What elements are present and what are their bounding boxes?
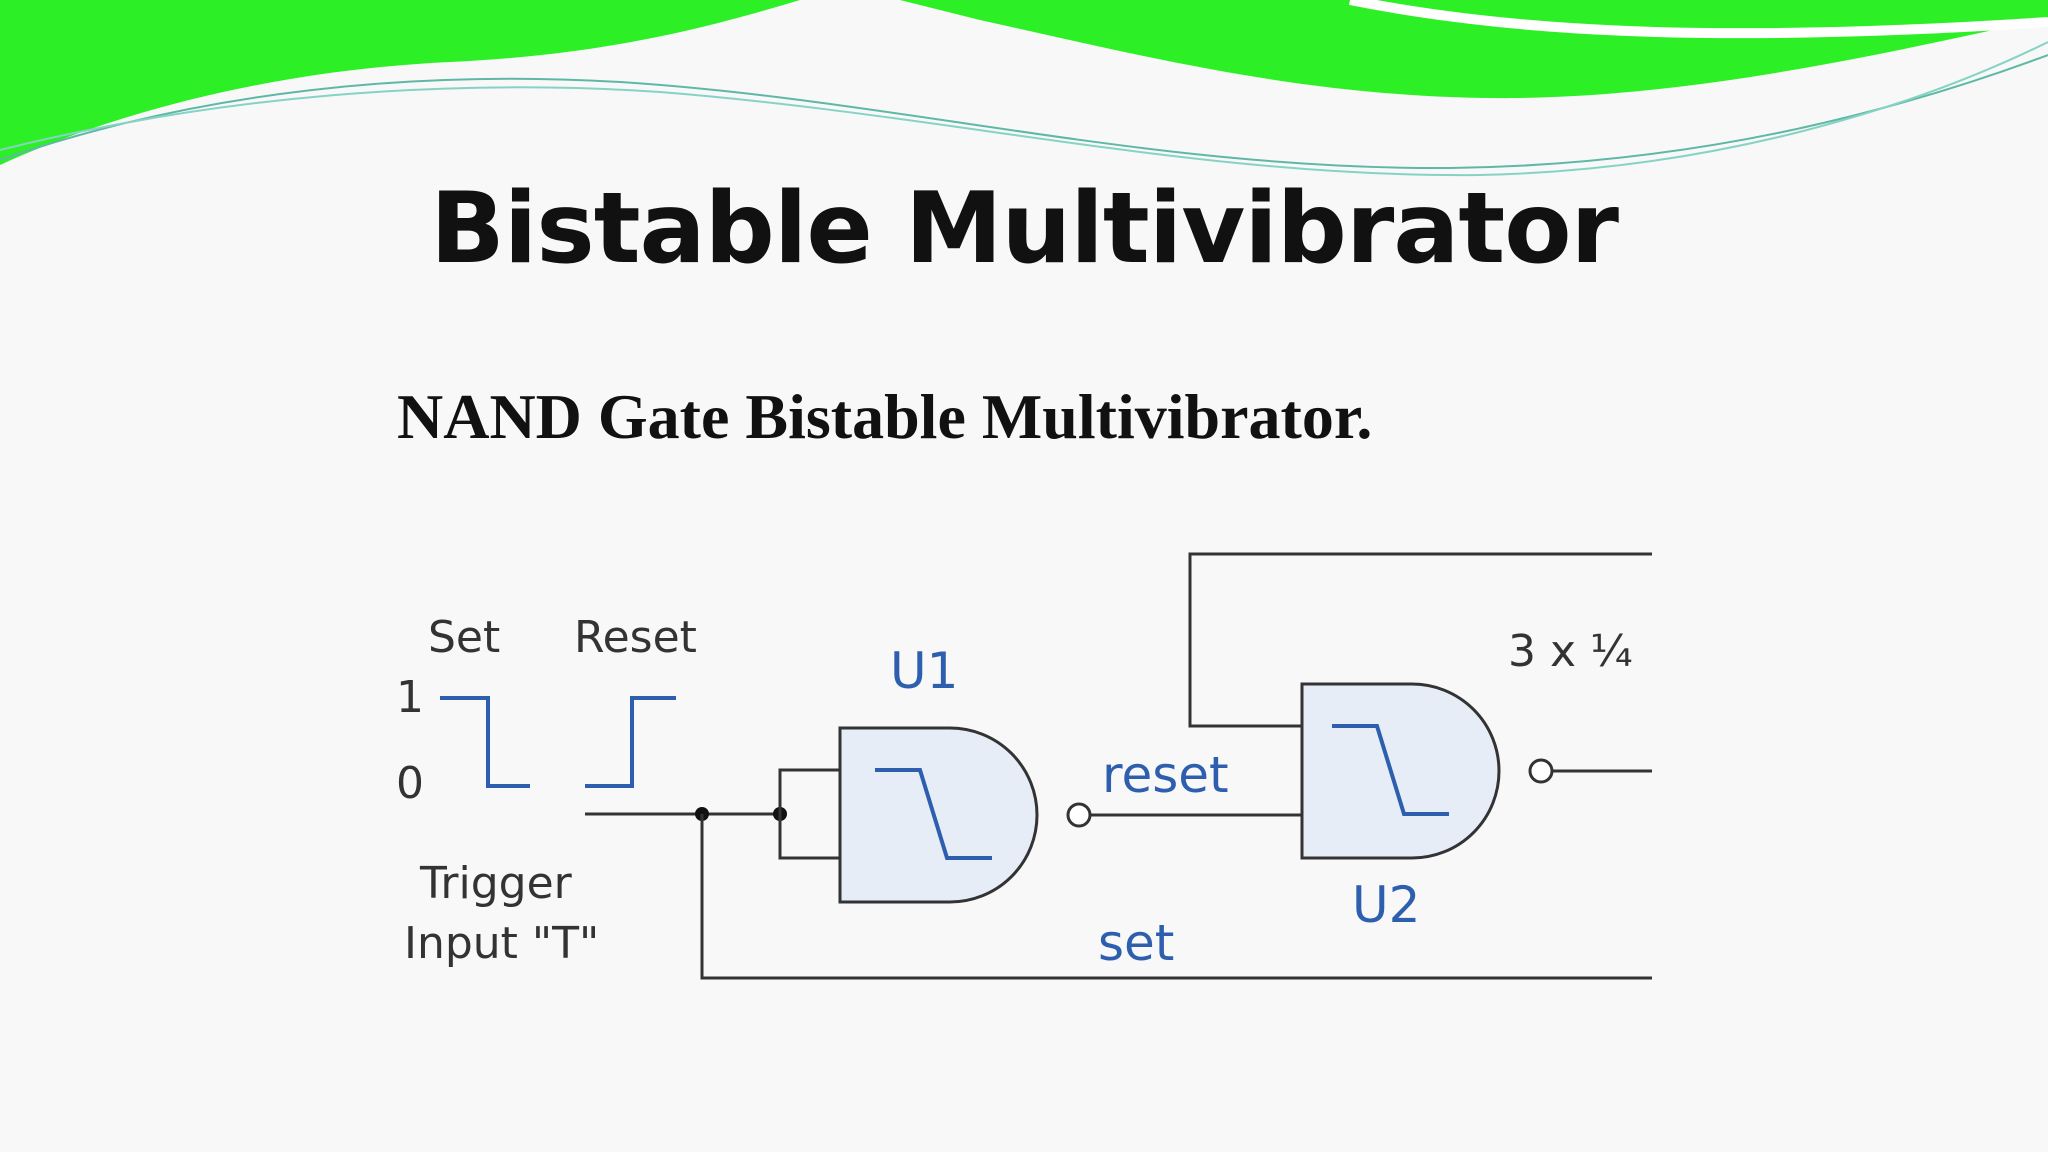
- u1-input-tie-lower: [778, 814, 840, 860]
- u2-schmitt-symbol: [1332, 724, 1449, 816]
- gate-label-u2: U2: [1352, 876, 1420, 934]
- green-wave-shape: [0, 0, 2048, 165]
- reset-pulse-waveform: [585, 696, 676, 788]
- pulse-label-reset: Reset: [574, 612, 697, 663]
- set-feedback-wire: [700, 814, 1652, 980]
- nand-gate-u2: [1300, 682, 1501, 860]
- slide-subtitle: NAND Gate Bistable Multivibrator.: [397, 381, 1373, 452]
- u1-output-bubble: [1066, 802, 1092, 828]
- wave-line-3: [1349, 0, 2048, 39]
- wave-line-2: [0, 41, 2048, 177]
- u1-schmitt-symbol: [875, 768, 992, 860]
- nand-gate-u1: [838, 726, 1039, 904]
- slide-title: Bistable Multivibrator: [430, 172, 1619, 286]
- trigger-label-line2: Input "T": [404, 918, 599, 969]
- gate-label-u1: U1: [890, 642, 958, 700]
- u2-output-bubble: [1528, 758, 1554, 784]
- trigger-label-line1: Trigger: [419, 858, 573, 909]
- wave-line-1: [0, 54, 2048, 170]
- reset-wire-label: reset: [1102, 746, 1229, 804]
- u1-input-tie: [778, 768, 840, 814]
- set-wire-label: set: [1098, 914, 1174, 972]
- level-label-low: 0: [396, 758, 424, 809]
- chip-count-note: 3 x ¼: [1508, 626, 1633, 677]
- level-label-high: 1: [396, 672, 424, 723]
- green-wave-banner: [0, 0, 2048, 177]
- set-pulse-waveform: [440, 696, 530, 788]
- nand-bistable-circuit-diagram: Set Reset 1 0 Trigger Input "T" U1 reset…: [396, 552, 1652, 980]
- pulse-label-set: Set: [428, 612, 500, 663]
- u2-top-feedback-wire: [1188, 552, 1652, 728]
